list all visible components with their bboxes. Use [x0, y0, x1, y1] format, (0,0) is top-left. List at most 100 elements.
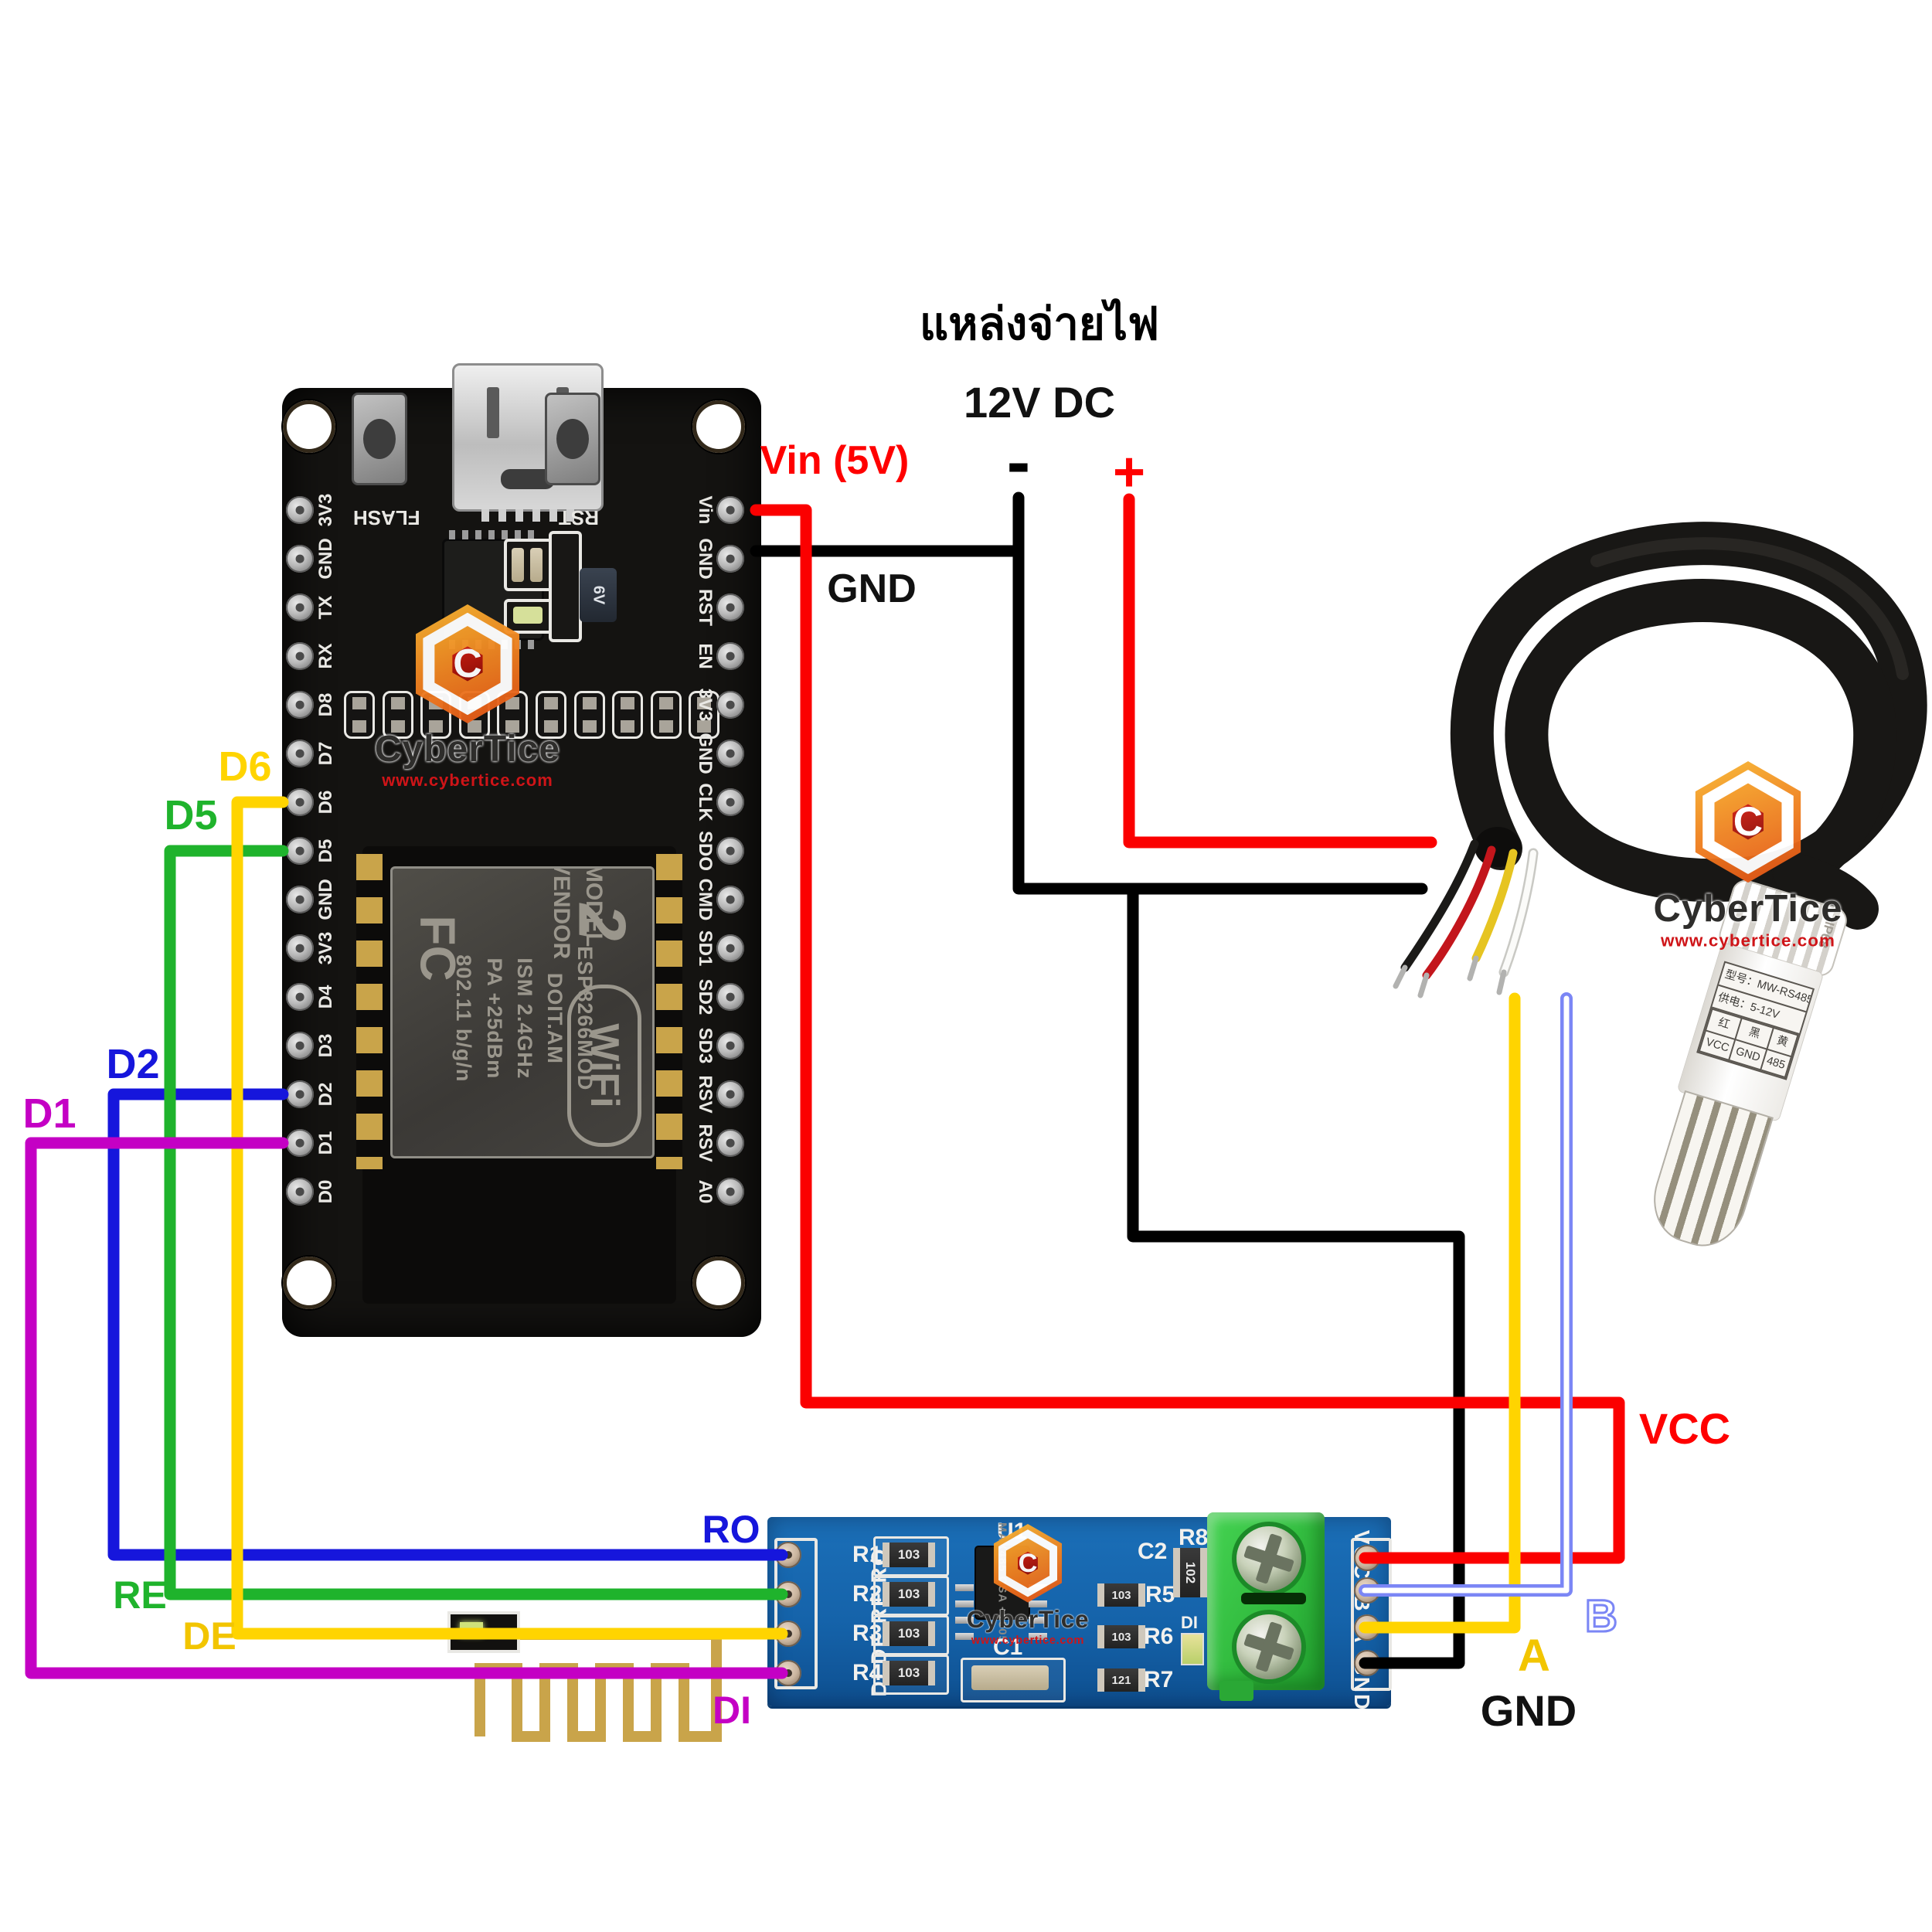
hex-ring: C: [423, 612, 512, 716]
hex-ring: C: [998, 1529, 1058, 1597]
left-pin-block: [774, 1538, 818, 1689]
pin-d5: [286, 837, 314, 865]
jumper-pad: [382, 691, 413, 739]
watermark-letter: C: [453, 641, 482, 686]
resistor-r3: 103: [883, 1621, 935, 1646]
castellated-pads: [356, 854, 383, 1169]
r5-label: R5: [1145, 1582, 1175, 1607]
pin-sd1: [716, 934, 744, 962]
wire-tip: [1467, 955, 1479, 981]
label-r1: R1: [852, 1542, 883, 1567]
pin-d8: [286, 691, 314, 719]
rs485-module: DI DE RE RO VCC B A GND U1 MAX485 CSA +1…: [767, 1512, 1392, 1711]
hex-inner: C: [1714, 783, 1782, 861]
label-r2: R2: [852, 1581, 883, 1607]
resistor-r6: 103: [1097, 1625, 1145, 1648]
pin-clk: [716, 788, 744, 816]
resistor-r1: 103: [883, 1543, 935, 1567]
resistor-r2: 103: [883, 1582, 935, 1607]
r8-resistor: 102: [1173, 1548, 1207, 1597]
chip-pin: [1029, 1600, 1047, 1607]
watermark-url: www.cybertice.com: [1660, 930, 1836, 951]
label-re: RE: [113, 1573, 167, 1617]
watermark-brand: CyberTice: [374, 729, 561, 770]
mounting-hole: [283, 1257, 335, 1309]
wire-power-plus-sensor: [1123, 493, 1437, 849]
label-gnd-bottom: GND: [1480, 1686, 1577, 1735]
wire-power-minus-sensor: [1012, 492, 1428, 895]
label-d2: D2: [106, 1041, 160, 1087]
terminal-screw[interactable]: [1236, 1614, 1301, 1679]
c1-label: C1: [993, 1634, 1023, 1660]
label-vin-5v: Vin (5V): [760, 438, 910, 483]
pin-a0: [716, 1178, 744, 1206]
chip-pin: [955, 1617, 974, 1624]
castellated-pads: [656, 854, 682, 1169]
label-di: DI: [713, 1689, 751, 1732]
resistor-r5: 103: [1097, 1583, 1145, 1607]
wifi-logo: WiFi: [567, 985, 641, 1147]
pin-d2: [286, 1080, 314, 1108]
pin-gnd: [286, 886, 314, 913]
jumper-pad: [344, 691, 375, 739]
pin-d3: [286, 1032, 314, 1060]
hex-ring: C: [1702, 769, 1794, 875]
reset-button[interactable]: [545, 393, 600, 485]
terminal-tab: [1219, 1681, 1253, 1701]
terminal-slot: [1241, 1593, 1306, 1604]
sensor-wire-white: [1501, 850, 1536, 975]
nodemcu-board: FLASH RST 6V FC MODEL VENDOR 2 ESP8266MO…: [282, 363, 761, 1742]
flash-button[interactable]: [352, 393, 407, 485]
wire-minus-branch-gnd: [1127, 883, 1465, 1669]
chip-pin: [955, 1584, 974, 1591]
label-r3: R3: [852, 1621, 883, 1646]
label-d6: D6: [218, 743, 272, 790]
pin-cmd: [716, 886, 744, 913]
di-silk: DI: [1181, 1613, 1198, 1632]
label-ro: RO: [702, 1508, 760, 1551]
watermark-brand: CyberTice: [1653, 888, 1843, 930]
wire-d6-de: [231, 796, 788, 1640]
hex-core: C: [1018, 1551, 1038, 1575]
pin-gnd: [716, 545, 744, 573]
hex-core: C: [452, 646, 483, 682]
wire-tip: [1496, 969, 1507, 995]
watermark-letter: C: [1018, 1548, 1038, 1578]
terminal-screw[interactable]: [1236, 1526, 1301, 1591]
pin-rsv: [716, 1129, 744, 1157]
mounting-hole: [283, 400, 335, 453]
wire-d1-di: [25, 1137, 788, 1679]
power-voltage: 12V DC: [963, 378, 1116, 427]
power-plus: +: [1112, 441, 1146, 503]
pin-tx: [286, 594, 314, 621]
hex-inner: C: [434, 625, 501, 702]
pin-rsv: [716, 1080, 744, 1108]
chip-pin: [955, 1633, 974, 1640]
pin-d1: [286, 1129, 314, 1157]
jumper-pad: [612, 691, 644, 739]
sensor-wire-yellow: [1471, 849, 1518, 963]
watermark-url: www.cybertice.com: [971, 1633, 1085, 1647]
jumper-pad: [535, 691, 566, 739]
jumper-pad: [573, 691, 605, 739]
jumper-pad: [650, 691, 682, 739]
hex-core: C: [1732, 804, 1764, 840]
pin-sd2: [716, 983, 744, 1011]
r6-label: R6: [1144, 1624, 1174, 1649]
pin-sd3: [716, 1032, 744, 1060]
wire-vin-vcc: [750, 504, 1625, 1564]
sensor-wire-black: [1400, 839, 1479, 972]
label-gnd-top: GND: [827, 566, 917, 611]
pin-3v3: [286, 934, 314, 962]
label-b: B: [1584, 1591, 1619, 1641]
wire-d5-re: [164, 845, 788, 1600]
watermark-brand: CyberTice: [966, 1606, 1090, 1634]
watermark-letter: C: [1733, 798, 1764, 845]
wire-sensor-white-b-core: [1362, 995, 1570, 1594]
